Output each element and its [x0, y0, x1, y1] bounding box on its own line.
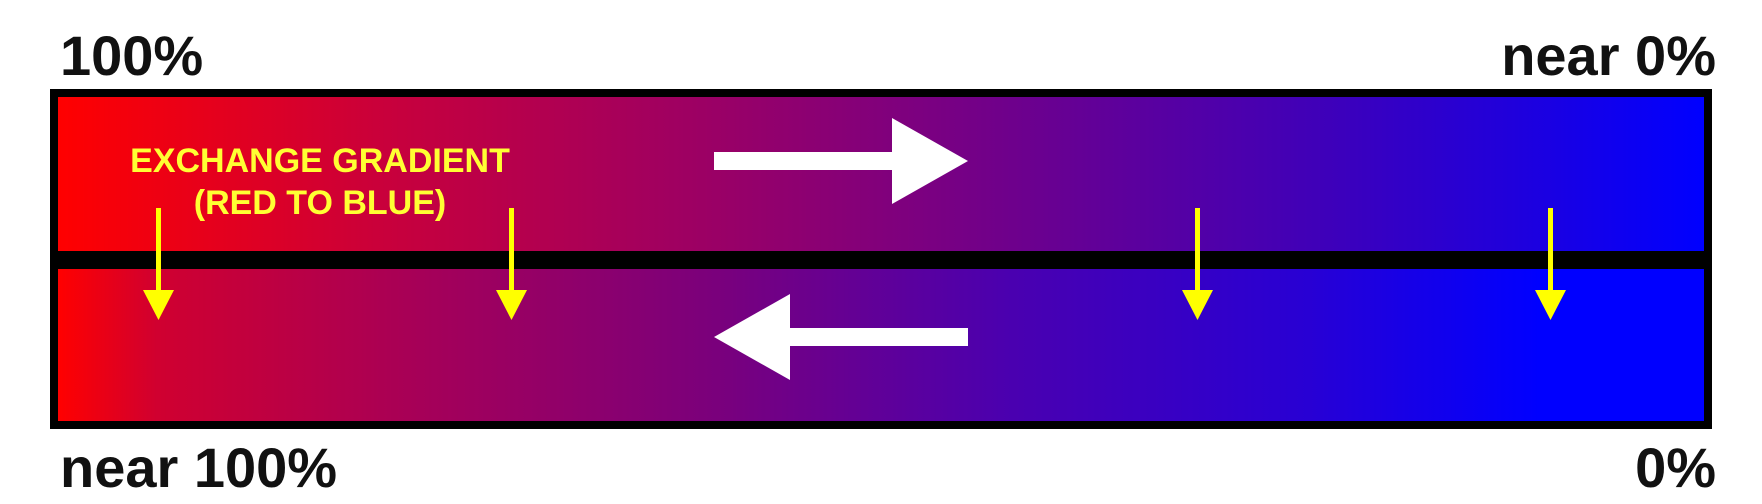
- flow-right-arrow: [714, 118, 968, 204]
- exchange-arrow-2-head: [496, 290, 527, 320]
- exchange-arrow-1-head: [143, 290, 174, 320]
- top-right-label: near 0%: [1501, 24, 1716, 87]
- flow-right-head: [892, 118, 968, 204]
- exchange-arrow-4: [1535, 208, 1566, 320]
- exchange-arrow-4-head: [1535, 290, 1566, 320]
- flow-left-shaft: [786, 328, 968, 346]
- top-left-label: 100%: [60, 24, 204, 87]
- exchange-arrow-1: [143, 208, 174, 320]
- caption-line-1: EXCHANGE GRADIENT: [130, 142, 510, 180]
- exchange-arrow-4-shaft: [1548, 208, 1553, 294]
- top-band: [58, 97, 1704, 251]
- bottom-right-label: 0%: [1635, 436, 1716, 499]
- exchange-gradient-caption: EXCHANGE GRADIENT (RED TO BLUE): [130, 140, 510, 224]
- flow-left-head: [714, 294, 790, 380]
- exchange-arrow-3-head: [1182, 290, 1213, 320]
- flow-right-shaft: [714, 152, 894, 170]
- caption-line-2: (RED TO BLUE): [193, 184, 447, 222]
- exchange-arrow-3-shaft: [1195, 208, 1200, 294]
- exchange-arrow-2: [496, 208, 527, 320]
- exchange-arrow-3: [1182, 208, 1213, 320]
- exchange-arrow-2-shaft: [509, 208, 514, 294]
- bottom-left-label: near 100%: [60, 436, 338, 499]
- flow-left-arrow: [714, 294, 968, 380]
- exchange-arrow-1-shaft: [156, 208, 161, 294]
